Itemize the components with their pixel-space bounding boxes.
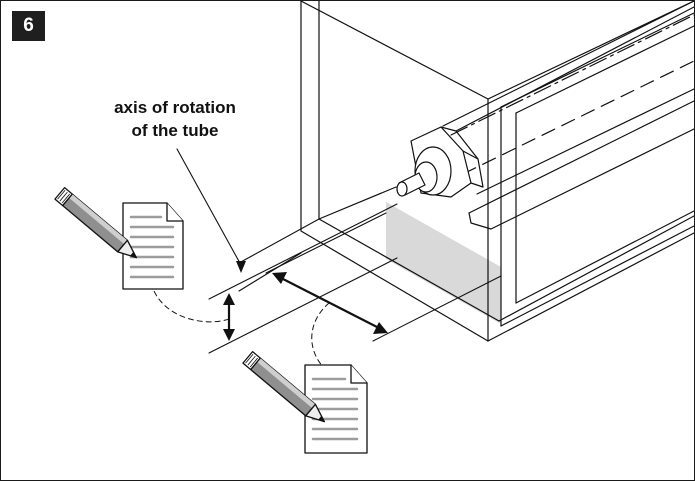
- roller-tube: [396, 1, 694, 198]
- housing: [300, 1, 694, 342]
- shaded-floor-region: [386, 202, 501, 324]
- dashed-leader-1: [150, 282, 230, 323]
- measurement-lines: [208, 203, 502, 354]
- pencil-icon: [54, 186, 138, 259]
- document-icon: [122, 202, 184, 290]
- dashed-leader-2: [311, 302, 330, 374]
- pencil-icon: [242, 350, 326, 423]
- vertical-double-arrow-icon: [223, 293, 235, 341]
- step-number-badge: 6: [12, 11, 45, 41]
- document-icon: [304, 364, 368, 454]
- callout-pointer: [176, 148, 242, 266]
- diagonal-double-arrow-icon: [272, 272, 388, 334]
- axis-callout-label: axis of rotation of the tube: [65, 96, 285, 142]
- callout-line-2: of the tube: [131, 121, 219, 140]
- callout-line-1: axis of rotation: [114, 98, 236, 117]
- callout-arrowhead: [236, 261, 246, 273]
